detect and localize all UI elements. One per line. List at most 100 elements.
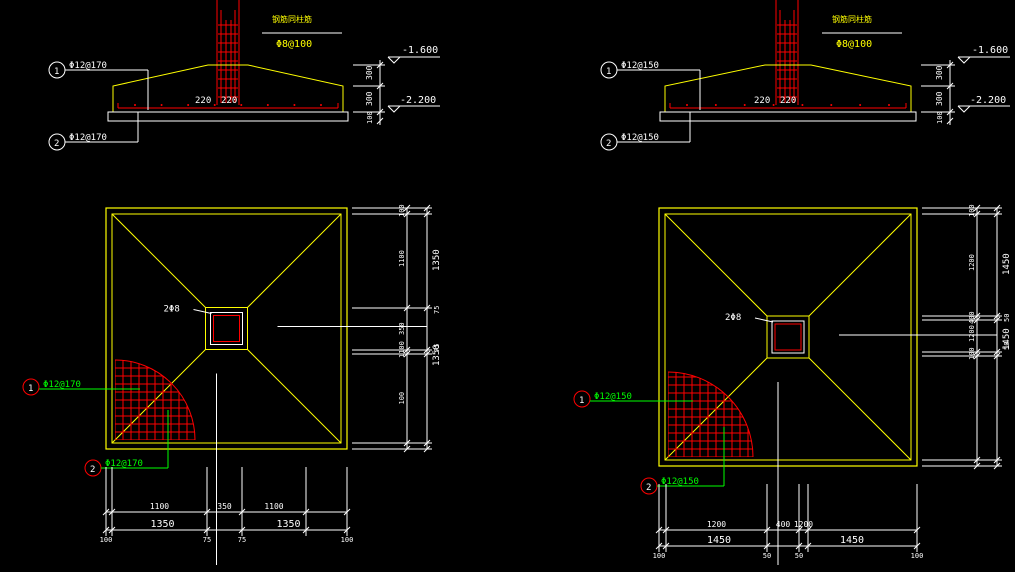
height-dim: 100: [366, 111, 374, 124]
right-dim-inner: 400: [968, 311, 976, 324]
rebar-dot: [134, 104, 136, 106]
plan-outer: [105, 207, 348, 450]
rebar-dot: [714, 104, 717, 106]
elevation-mark: [387, 56, 401, 64]
plan-inner: [664, 213, 912, 461]
elevation-mark: [957, 56, 971, 64]
dim-tick: [913, 526, 921, 534]
dim-tick: [795, 542, 803, 550]
dim-tick: [203, 508, 211, 516]
col-dim-label: 220: [195, 96, 211, 106]
dim-tick: [993, 316, 1001, 324]
grid-arc: [667, 371, 754, 458]
marker-number: 1: [54, 67, 59, 77]
dim-tick: [238, 526, 246, 534]
bottom-dim-small: 50: [763, 552, 771, 560]
dim-tick: [795, 526, 803, 534]
bottom-dim-small: 75: [203, 536, 211, 544]
dim-tick: [973, 352, 981, 360]
right-dim-outer: 50: [1003, 342, 1011, 350]
height-dim: 300: [365, 91, 374, 106]
right-dim-inner: 100: [968, 204, 976, 217]
dim-tick: [102, 526, 110, 534]
rebar-dot: [320, 104, 322, 106]
plan-marker-number: 1: [579, 396, 584, 406]
dim-tick: [238, 508, 246, 516]
leader-line: [754, 317, 774, 323]
pedestal-outline: [766, 315, 810, 359]
dim-tick: [946, 61, 954, 69]
section-title: 钢筋同柱筋: [832, 14, 872, 24]
dim-tick: [423, 304, 431, 312]
bottom-dim-inner: 1100: [264, 502, 283, 511]
diagonal-line: [808, 213, 912, 317]
dim-tick: [973, 348, 981, 356]
dim-tick: [403, 304, 411, 312]
plan-note: 2Φ8: [164, 305, 180, 315]
dim-tick: [343, 508, 351, 516]
rebar-label: Φ12@170: [69, 61, 107, 71]
bottom-dim-inner: 1200: [794, 520, 813, 529]
dim-tick: [973, 312, 981, 320]
plan-marker-number: 2: [646, 483, 651, 493]
dim-tick: [946, 108, 954, 116]
plan-outer: [658, 207, 918, 467]
diagonal-line: [111, 213, 206, 308]
column-outline: [210, 312, 243, 345]
right-dim-outer: 1450: [1002, 253, 1012, 275]
rebar-dot: [266, 104, 269, 106]
plan-rebar-label: Φ12@150: [661, 477, 699, 487]
elevation-bottom: -2.200: [970, 95, 1006, 106]
bottom-dim-small: 75: [238, 536, 246, 544]
bottom-dim-small: 100: [100, 536, 113, 544]
height-dim: 100: [936, 111, 944, 124]
elevation-top: -1.600: [402, 45, 438, 56]
dim-tick: [993, 312, 1001, 320]
elevation-mark: [387, 105, 401, 113]
bottom-dim-small: 100: [341, 536, 354, 544]
dim-tick: [108, 508, 116, 516]
bottom-dim-outer: 1450: [840, 535, 864, 546]
plan-rebar-label: Φ12@170: [105, 459, 143, 469]
dim-tick: [403, 350, 411, 358]
dim-tick: [946, 117, 954, 125]
right-dim-outer: 50: [1003, 314, 1011, 322]
column-outline: [771, 320, 805, 354]
marker-number: 1: [606, 67, 611, 77]
dim-tick: [913, 542, 921, 550]
col-dim-label: 220: [780, 96, 796, 106]
dim-tick: [655, 542, 663, 550]
right-dim-inner: 100: [398, 204, 406, 217]
bottom-dim-outer: 1350: [150, 519, 174, 530]
dim-tick: [763, 542, 771, 550]
rebar-dot: [830, 104, 833, 106]
dim-tick: [343, 526, 351, 534]
dim-tick: [662, 526, 670, 534]
dim-tick: [403, 445, 411, 453]
plan-rebar-label: Φ12@170: [43, 380, 81, 390]
dim-tick: [108, 526, 116, 534]
dim-tick: [804, 526, 812, 534]
diagonal-line: [247, 213, 342, 308]
rebar-dot: [743, 104, 746, 106]
dim-tick: [423, 350, 431, 358]
plan-note: 2Φ8: [725, 313, 741, 323]
right-dim-inner: 350: [398, 322, 406, 335]
right-dim-outer: 1350: [432, 344, 442, 366]
rebar-dot: [686, 104, 688, 106]
pedestal-outline: [205, 307, 248, 350]
dim-tick: [376, 108, 384, 116]
elevation-top: -1.600: [972, 45, 1008, 56]
elevation-bottom: -2.200: [400, 95, 436, 106]
rebar-label: Φ12@170: [69, 133, 107, 143]
diagonal-line: [664, 213, 768, 317]
dim-tick: [973, 456, 981, 464]
marker-number: 2: [606, 139, 611, 149]
bottom-dim-inner: 350: [217, 502, 232, 511]
rebar-dot: [187, 104, 190, 106]
bottom-dim-small: 50: [795, 552, 803, 560]
right-dim-outer: 1350: [432, 249, 442, 271]
dim-tick: [376, 61, 384, 69]
